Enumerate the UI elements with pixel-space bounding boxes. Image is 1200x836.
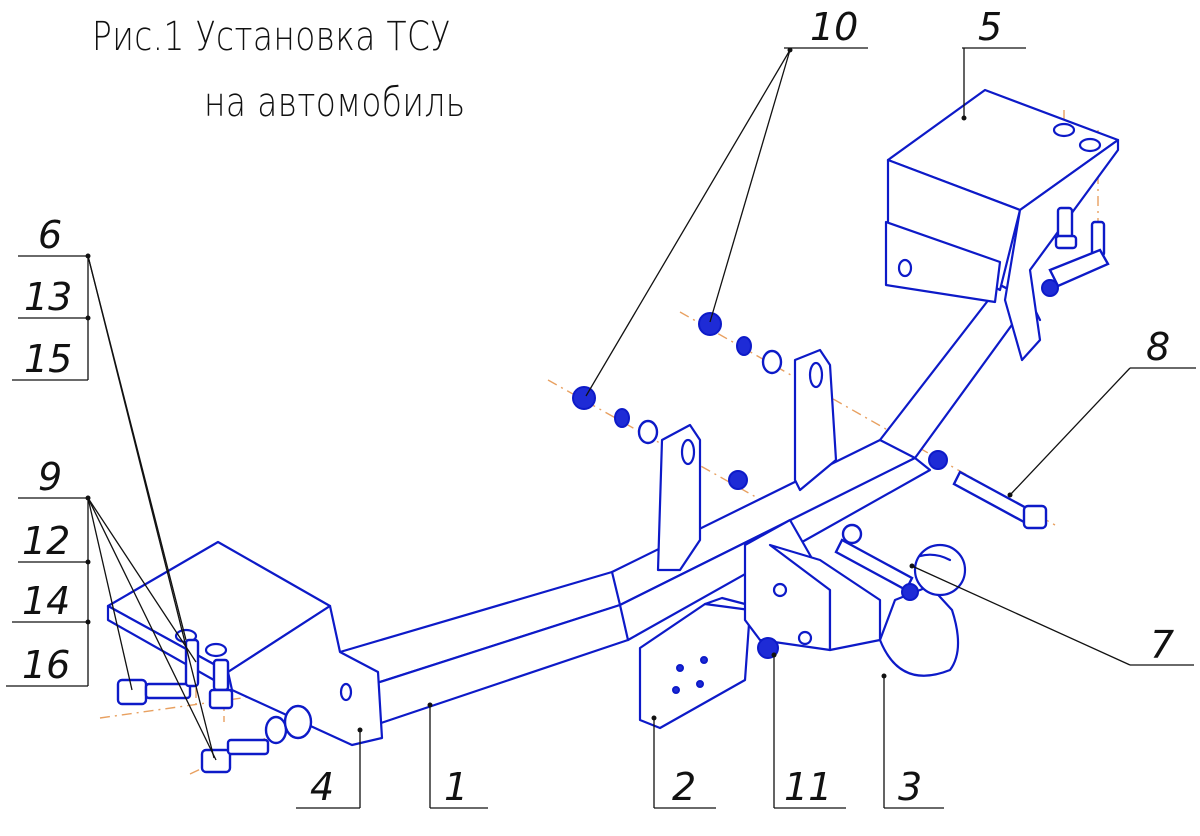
callout-16: 16 <box>22 643 70 687</box>
part-2-socket-plate <box>638 596 752 730</box>
callout-8: 8 <box>1146 325 1170 369</box>
callout-leaders <box>6 47 1196 809</box>
callout-10: 10 <box>810 5 858 49</box>
callout-11: 11 <box>784 765 832 809</box>
callout-4: 4 <box>310 765 334 809</box>
callout-numbers: 10 5 6 13 15 9 12 14 16 8 7 4 1 2 11 3 <box>22 5 1174 809</box>
callout-14: 14 <box>22 579 70 623</box>
callout-1: 1 <box>444 765 468 809</box>
callout-6: 6 <box>38 213 62 257</box>
callout-5: 5 <box>978 5 1002 49</box>
mounting-plates <box>656 348 838 572</box>
callout-7: 7 <box>1150 623 1174 667</box>
callout-9: 9 <box>38 455 62 499</box>
callout-12: 12 <box>22 519 70 563</box>
callout-3: 3 <box>898 765 922 809</box>
part-3-tow-ball <box>743 518 967 677</box>
callout-15: 15 <box>24 337 72 381</box>
part-5-right-bracket <box>884 88 1120 362</box>
part-4-left-bracket <box>106 540 384 747</box>
fasteners <box>116 206 1110 774</box>
figure-title-line-1: Рис.1 Установка ТСУ <box>92 14 451 60</box>
figure-title-line-2: на автомобиль <box>204 80 466 126</box>
callout-2: 2 <box>672 765 696 809</box>
callout-13: 13 <box>24 275 72 319</box>
